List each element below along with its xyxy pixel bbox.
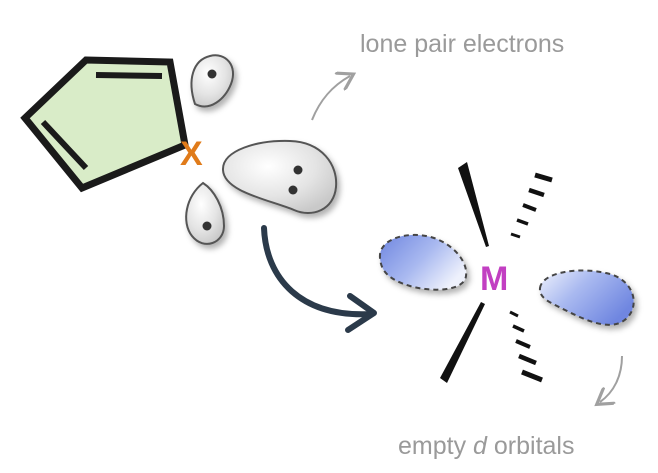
metal-hashed-bond-upper — [510, 172, 553, 239]
metal-hashed-bond-lower — [509, 310, 543, 383]
empty-d-orbital-left — [378, 233, 468, 291]
lone-pair-lobe-main — [221, 139, 338, 214]
empty-label-suffix: orbitals — [486, 432, 575, 460]
lone-pair-lobe-upper — [190, 54, 234, 108]
lone-pair-lobe-lower — [185, 181, 226, 245]
electron-dot — [202, 221, 212, 231]
double-bond-top — [95, 72, 163, 79]
empty-label-prefix: empty — [398, 432, 474, 460]
lone-pair-pointer-arrow — [311, 76, 350, 121]
empty-orbital-pointer-arrow — [600, 355, 623, 402]
empty-label-d: d — [473, 432, 487, 460]
empty-d-orbitals-label: empty d orbitals — [398, 432, 574, 461]
heteroatom-label: X — [180, 135, 203, 173]
empty-d-orbital-right — [538, 269, 635, 326]
donation-arrow — [261, 225, 377, 333]
electron-dot — [288, 185, 298, 195]
heterocycle-ring — [20, 56, 189, 193]
double-bond-left — [40, 119, 89, 171]
electron-dot — [293, 165, 303, 175]
lone-pair-label: lone pair electrons — [360, 30, 565, 58]
metal-label: M — [480, 260, 508, 298]
ring-fill — [20, 56, 189, 193]
electron-dot — [207, 69, 217, 79]
metal-wedge-upper — [458, 162, 489, 247]
metal-wedge-lower — [440, 302, 485, 383]
